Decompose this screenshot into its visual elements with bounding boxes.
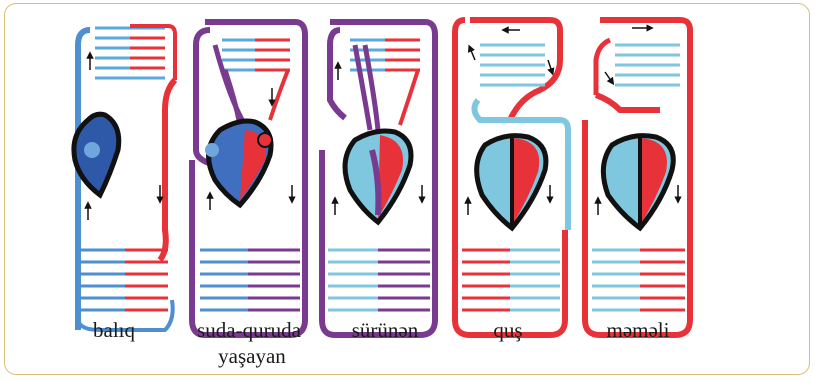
label-amphibian-line2: yaşayan xyxy=(197,345,307,367)
bird-circulation xyxy=(455,20,568,335)
label-fish: balıq xyxy=(78,319,150,341)
fish-circulation xyxy=(74,26,175,330)
fish-gill-capillaries xyxy=(95,26,175,80)
label-amphibian: suda-quruda xyxy=(184,319,314,341)
label-reptile: sürünən xyxy=(340,319,430,341)
amphibian-circulation xyxy=(192,22,305,335)
reptile-circulation xyxy=(322,22,435,335)
label-bird: quş xyxy=(478,319,538,341)
mammal-circulation xyxy=(585,20,690,335)
label-mammal: məməli xyxy=(596,319,680,341)
